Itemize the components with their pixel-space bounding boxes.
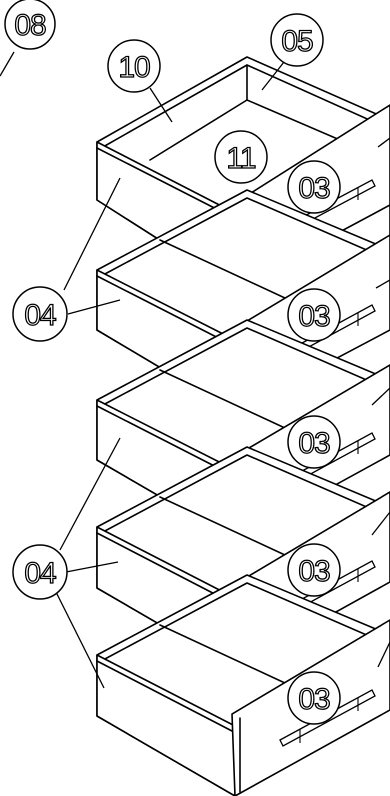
callout-08: 08	[4, 0, 56, 50]
callout-04-lower: 04	[12, 544, 68, 600]
callout-05: 05	[270, 13, 324, 67]
callout-03-drawer-5: 03	[287, 671, 341, 725]
callout-11: 11	[214, 130, 268, 184]
callout-label-03: 03	[298, 300, 330, 333]
callout-label-05: 05	[281, 25, 313, 58]
callout-03-drawer-3: 03	[287, 415, 341, 469]
callout-label-08: 08	[14, 9, 46, 42]
callout-label-03: 03	[298, 427, 330, 460]
callout-label-03: 03	[298, 555, 330, 588]
callout-04-upper: 04	[12, 286, 68, 342]
callout-10: 10	[107, 39, 161, 93]
callout-03-drawer-4: 03	[287, 543, 341, 597]
callout-03-drawer-2: 03	[287, 288, 341, 342]
callout-label-03: 03	[298, 683, 330, 716]
callout-label-04: 04	[24, 299, 56, 332]
callout-label-04: 04	[24, 557, 56, 590]
callout-03-drawer-1: 03	[287, 160, 341, 214]
leader-lines	[0, 51, 390, 689]
callout-label-03: 03	[298, 172, 330, 205]
callout-label-11: 11	[226, 142, 255, 175]
callout-label-10: 10	[118, 51, 150, 84]
